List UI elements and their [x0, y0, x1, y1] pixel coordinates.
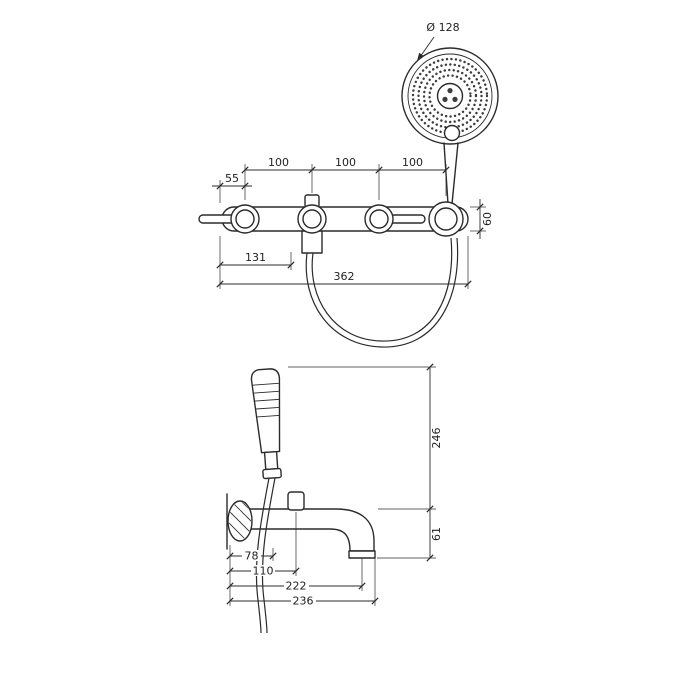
dim-reach-222: 222 — [286, 580, 307, 593]
dimensions-bottom: 246 61 78 110 222 236 — [226, 363, 443, 608]
spray-selector — [436, 82, 464, 110]
bath-spout — [226, 491, 376, 559]
shower-head — [401, 47, 499, 205]
diverter-outlet — [301, 230, 323, 254]
shower-hose-bottom — [255, 477, 276, 634]
dim-width-362: 362 — [334, 270, 355, 283]
shower-holder — [428, 201, 464, 237]
dim-reach-110: 110 — [253, 565, 274, 578]
dim-depth-60: 60 — [481, 212, 494, 226]
select-button — [443, 124, 461, 142]
dim-head-diameter: Ø 128 — [426, 21, 459, 34]
shower-hose-top — [305, 237, 459, 348]
aerator — [348, 550, 376, 559]
dim-spacing-3: 100 — [402, 156, 423, 169]
hand-shower-body — [250, 368, 281, 454]
dimensions-top: 100 100 100 55 60 131 362 — [212, 156, 494, 289]
spout-diverter-knob — [287, 491, 305, 511]
spout-body — [247, 508, 375, 552]
dim-reach-78: 78 — [245, 550, 259, 563]
dim-drop-61: 61 — [430, 527, 443, 541]
dim-height-246: 246 — [430, 428, 443, 449]
handle-1 — [230, 204, 260, 234]
dim-spacing-1: 100 — [268, 156, 289, 169]
dim-offset-55: 55 — [225, 172, 239, 185]
dim-reach-236: 236 — [293, 595, 314, 608]
diameter-leader: Ø 128 — [417, 21, 460, 61]
diverter — [297, 204, 327, 234]
leader-line — [419, 36, 435, 58]
bar-handles — [198, 194, 464, 237]
handle-connector — [263, 450, 279, 471]
dim-spacing-2: 100 — [335, 156, 356, 169]
hand-shower — [250, 368, 282, 480]
bottom-view: 246 61 78 110 222 236 — [226, 363, 443, 634]
dim-width-131: 131 — [245, 251, 266, 264]
top-view: Ø 128 — [198, 21, 499, 348]
hose-nut — [262, 467, 282, 480]
wall-flange — [227, 500, 253, 542]
handle-2 — [364, 204, 394, 234]
